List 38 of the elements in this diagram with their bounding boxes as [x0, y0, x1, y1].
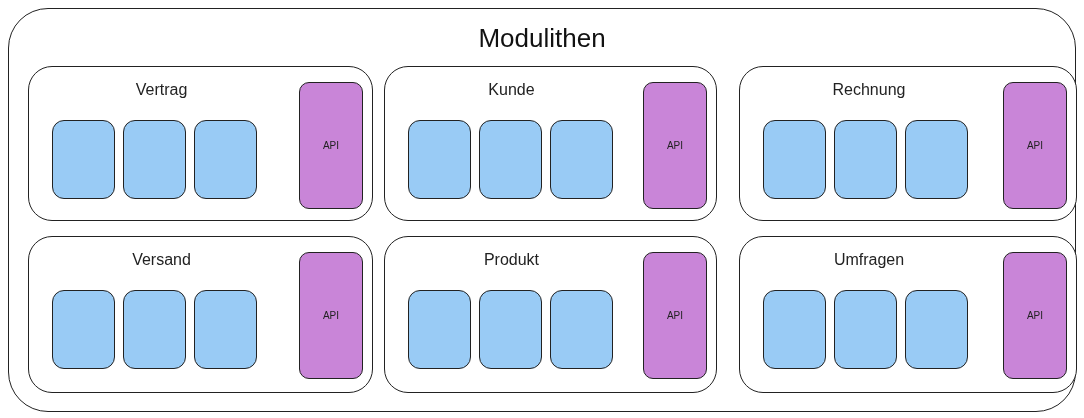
component-block [550, 290, 613, 369]
component-block [905, 290, 968, 369]
module-panel [739, 66, 1077, 221]
component-block [834, 290, 897, 369]
component-block [52, 120, 115, 199]
component-block [763, 120, 826, 199]
component-block [52, 290, 115, 369]
component-block [408, 290, 471, 369]
module-title: Umfragen [832, 251, 906, 269]
component-block [123, 120, 186, 199]
component-block [763, 290, 826, 369]
module-panel [739, 236, 1077, 393]
api-panel: API [299, 82, 363, 209]
component-block [194, 120, 257, 199]
component-block [408, 120, 471, 199]
module-title: Produkt [482, 251, 541, 269]
api-panel: API [643, 252, 707, 379]
module-title: Kunde [487, 81, 536, 99]
component-block [550, 120, 613, 199]
api-panel: API [1003, 82, 1067, 209]
component-block [834, 120, 897, 199]
api-panel: API [299, 252, 363, 379]
diagram-heading: Modulithen [477, 23, 607, 54]
module-title: Rechnung [831, 81, 907, 99]
outer-container [8, 8, 1076, 412]
module-title: Vertrag [134, 81, 189, 99]
module-panel [384, 66, 717, 221]
component-block [479, 290, 542, 369]
component-block [123, 290, 186, 369]
component-block [479, 120, 542, 199]
module-panel [28, 66, 373, 221]
component-block [194, 290, 257, 369]
module-title: Versand [131, 251, 192, 269]
module-panel [384, 236, 717, 393]
module-panel [28, 236, 373, 393]
component-block [905, 120, 968, 199]
api-panel: API [643, 82, 707, 209]
api-panel: API [1003, 252, 1067, 379]
